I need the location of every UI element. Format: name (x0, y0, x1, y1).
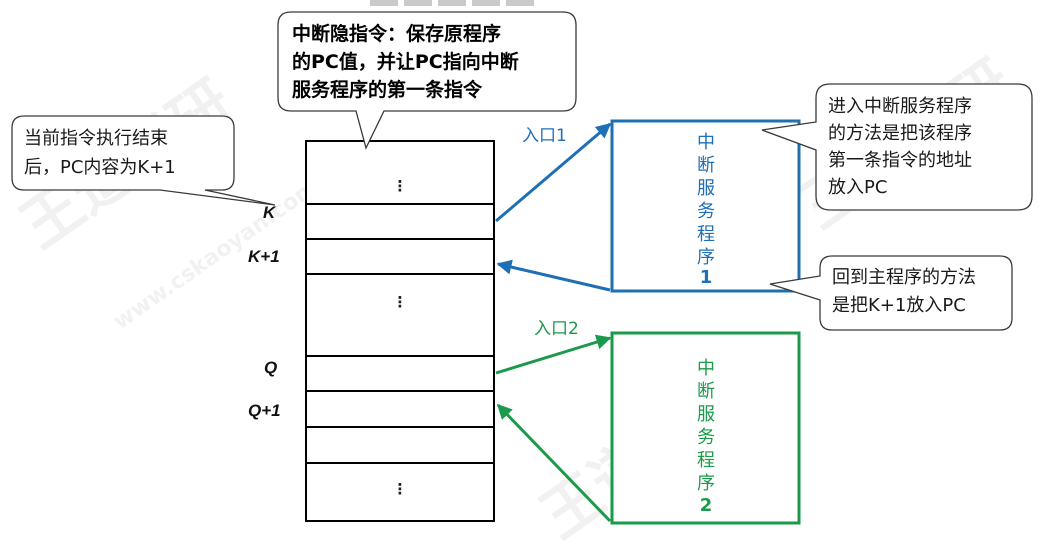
arrow-return-from-routine-1 (496, 259, 611, 292)
label-k1: K+1 (248, 247, 280, 266)
memory-cell-k (305, 203, 495, 240)
callout-left-line: 当前指令执行结束 (24, 128, 168, 149)
memory-cell-end (305, 462, 495, 522)
callout-pc-value: 当前指令执行结束 后，PC内容为K+1 (11, 115, 276, 206)
arrow-to-routine-1 (495, 122, 612, 223)
memory-cell-before-k (305, 140, 495, 205)
memory-cell-q1 (305, 390, 495, 428)
callout-right-top-line: 放入PC (828, 177, 887, 198)
callout-top-line: 的PC值，并让PC指向中断 (292, 50, 519, 73)
callout-return-main: 回到主程序的方法 是把K+1放入PC (769, 255, 1013, 331)
callout-right-bottom-line: 是把K+1放入PC (832, 295, 966, 316)
routine-1-char: 断 (697, 155, 715, 176)
routine-1-title: 中 断 服 务 程 序 1 (697, 132, 715, 288)
memory-cell-after-q1 (305, 426, 495, 464)
callout-top-line: 中断隐指令：保存原程序 (292, 22, 501, 45)
callout-enter-routine: 进入中断服务程序 的方法是把该程序 第一条指令的地址 放入PC (761, 83, 1033, 211)
ellipsis-top: ⋮ (393, 177, 408, 195)
callout-right-top-line: 的方法是把该程序 (828, 123, 972, 144)
ellipsis-middle: ⋮ (393, 293, 408, 311)
arrow-to-routine-2 (495, 334, 612, 375)
routine-2-char: 序 (697, 473, 715, 494)
entry-2-label: 入口2 (534, 319, 579, 339)
routine-1-box (610, 119, 801, 293)
memory-cell-k1 (305, 238, 495, 275)
callout-right-top-line: 第一条指令的地址 (828, 150, 972, 171)
routine-2-char: 程 (697, 450, 715, 471)
watermark-site: www.cskaoyan.com (109, 175, 322, 335)
routine-2-title: 中 断 服 务 程 序 2 (697, 358, 715, 516)
routine-1-char: 中 (697, 132, 715, 153)
label-q: Q (264, 358, 277, 377)
memory-column: ⋮ ⋮ ⋮ K K+1 Q Q+1 (248, 140, 495, 522)
routine-1-char: 序 (697, 247, 715, 268)
routine-2-char: 务 (697, 427, 715, 448)
flow-arrows (495, 122, 612, 523)
routine-2-char: 服 (697, 404, 715, 425)
callout-left-line: 后，PC内容为K+1 (24, 157, 176, 178)
routine-2-char: 中 (697, 358, 715, 379)
routine-1-char: 服 (697, 178, 715, 199)
label-k: K (263, 203, 277, 222)
routine-1-number: 1 (700, 267, 713, 288)
entry-1-label: 入口1 (522, 126, 567, 146)
service-routine-2: 中 断 服 务 程 序 2 (610, 331, 801, 525)
memory-cell-q (305, 355, 495, 392)
label-q1: Q+1 (248, 401, 281, 420)
arrow-return-from-routine-2 (496, 403, 612, 523)
top-decoration (370, 0, 534, 6)
callout-right-top-line: 进入中断服务程序 (828, 96, 972, 117)
routine-1-char: 务 (697, 201, 715, 222)
service-routine-1: 中 断 服 务 程 序 1 (610, 119, 801, 293)
callout-hidden-instruction: 中断隐指令：保存原程序 的PC值，并让PC指向中断 服务程序的第一条指令 (277, 11, 577, 150)
callout-top-line: 服务程序的第一条指令 (292, 78, 483, 101)
memory-cell-between (305, 273, 495, 357)
ellipsis-bottom: ⋮ (393, 480, 408, 498)
routine-1-char: 程 (697, 224, 715, 245)
routine-2-number: 2 (700, 495, 713, 516)
callout-right-bottom-line: 回到主程序的方法 (832, 267, 976, 288)
routine-2-char: 断 (697, 381, 715, 402)
routine-2-box (610, 331, 801, 525)
